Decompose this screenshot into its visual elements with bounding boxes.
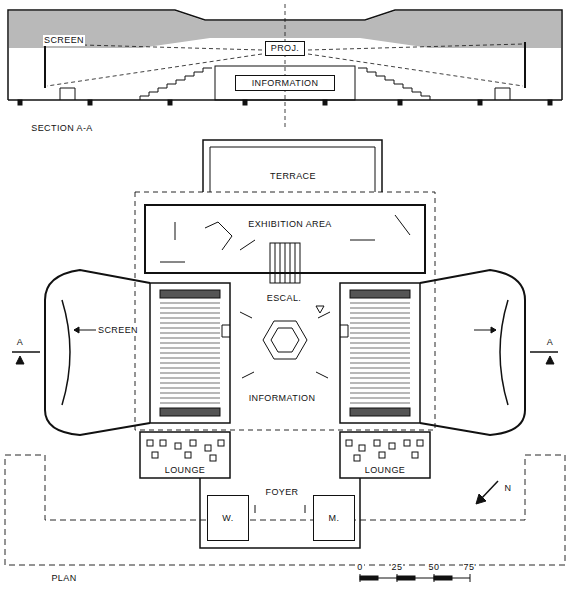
washroom: W. bbox=[207, 495, 249, 541]
section-title: SECTION A-A bbox=[30, 123, 93, 134]
north-label: N bbox=[504, 483, 513, 494]
projection-booth: PROJ. bbox=[265, 41, 305, 56]
section-marker: A bbox=[16, 337, 24, 348]
escalator-label: ESCAL. bbox=[266, 293, 302, 304]
room-name: M. bbox=[329, 513, 340, 524]
screen-label: SCREEN bbox=[43, 35, 85, 46]
room-label: LOUNGE bbox=[364, 465, 406, 476]
terrace-label: TERRACE bbox=[269, 171, 317, 182]
information-room: INFORMATION bbox=[235, 75, 335, 91]
room-name: W. bbox=[222, 513, 233, 524]
screen-label: SCREEN bbox=[97, 325, 139, 336]
room-label: LOUNGE bbox=[164, 465, 206, 476]
room-name: PROJ. bbox=[271, 43, 300, 54]
room-name: INFORMATION bbox=[252, 78, 319, 89]
section-marker: A bbox=[546, 337, 554, 348]
room-label: EXHIBITION AREA bbox=[247, 219, 333, 230]
plan-title: PLAN bbox=[50, 573, 77, 584]
room-label: FOYER bbox=[264, 487, 299, 498]
room-label: INFORMATION bbox=[248, 393, 317, 404]
scale-number: 50 bbox=[428, 562, 441, 573]
scale-number: 25 bbox=[391, 562, 404, 573]
scale-number: 0 bbox=[356, 562, 363, 573]
scale-number: 75' bbox=[463, 562, 478, 573]
washroom: M. bbox=[313, 495, 355, 541]
